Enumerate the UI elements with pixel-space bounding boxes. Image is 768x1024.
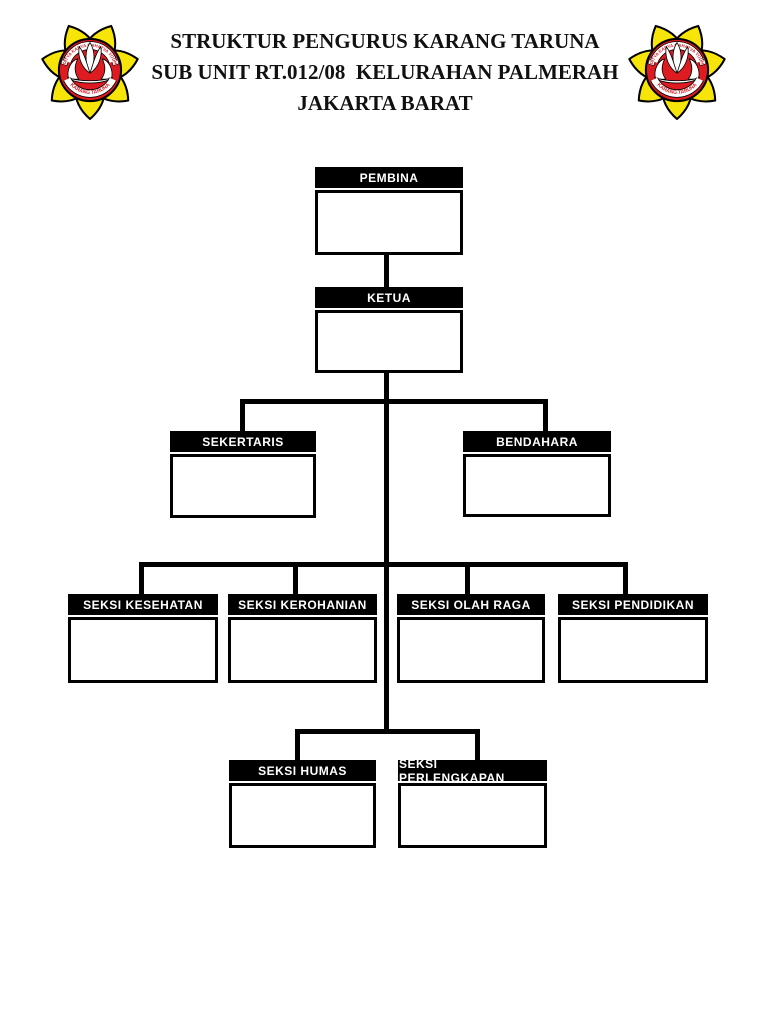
connector-drop-perlengkapan bbox=[475, 731, 480, 761]
org-node-pembina: PEMBINA bbox=[315, 167, 463, 255]
connector-main-trunk bbox=[384, 373, 389, 734]
org-node-seksi-perlengkapan: SEKSI PERLENGKAPAN bbox=[398, 757, 547, 848]
org-node-seksi-kerohanian-name-box bbox=[228, 617, 377, 683]
org-node-pembina-title: PEMBINA bbox=[315, 167, 463, 188]
connector-drop-sekertaris bbox=[240, 401, 245, 432]
org-node-bendahara-title: BENDAHARA bbox=[463, 431, 611, 452]
org-node-ketua: KETUA bbox=[315, 287, 463, 373]
org-node-seksi-kesehatan: SEKSI KESEHATAN bbox=[68, 594, 218, 683]
page-title-line-1: STRUKTUR PENGURUS KARANG TARUNA bbox=[170, 29, 600, 53]
org-node-seksi-pendidikan-name-box bbox=[558, 617, 708, 683]
org-node-sekertaris-name-box bbox=[170, 454, 316, 518]
org-node-seksi-kesehatan-name-box bbox=[68, 617, 218, 683]
org-node-ketua-name-box bbox=[315, 310, 463, 373]
karang-taruna-logo-right: ADITYA KARYA MAHATVA YODHA KARANG TARUNA bbox=[624, 15, 726, 120]
org-node-seksi-olah-raga-name-box bbox=[397, 617, 545, 683]
org-node-seksi-humas: SEKSI HUMAS bbox=[229, 760, 376, 848]
org-node-seksi-pendidikan: SEKSI PENDIDIKAN bbox=[558, 594, 708, 683]
karang-taruna-logo-left: ADITYA KARYA MAHATVA YODHA KARANG TARUNA bbox=[37, 15, 139, 120]
connector-row1-horizontal bbox=[240, 399, 548, 404]
connector-drop-kesehatan bbox=[139, 564, 144, 595]
org-node-seksi-humas-name-box bbox=[229, 783, 376, 848]
org-node-sekertaris-title: SEKERTARIS bbox=[170, 431, 316, 452]
org-node-seksi-kerohanian: SEKSI KEROHANIAN bbox=[228, 594, 377, 683]
org-node-bendahara: BENDAHARA bbox=[463, 431, 611, 517]
connector-drop-bendahara bbox=[543, 401, 548, 432]
connector-row3-horizontal bbox=[295, 729, 480, 734]
org-node-seksi-pendidikan-title: SEKSI PENDIDIKAN bbox=[558, 594, 708, 615]
org-node-seksi-olah-raga-title: SEKSI OLAH RAGA bbox=[397, 594, 545, 615]
connector-drop-pendidikan bbox=[623, 564, 628, 595]
org-node-seksi-perlengkapan-title: SEKSI PERLENGKAPAN bbox=[398, 757, 547, 785]
org-node-seksi-humas-title: SEKSI HUMAS bbox=[229, 760, 376, 781]
page-title-line-3: JAKARTA BARAT bbox=[297, 91, 473, 115]
page-title: STRUKTUR PENGURUS KARANG TARUNA SUB UNIT… bbox=[140, 26, 630, 119]
org-node-ketua-title: KETUA bbox=[315, 287, 463, 308]
connector-drop-olah-raga bbox=[465, 564, 470, 595]
org-node-seksi-kesehatan-title: SEKSI KESEHATAN bbox=[68, 594, 218, 615]
connector-pembina-ketua bbox=[384, 255, 389, 290]
org-node-seksi-olah-raga: SEKSI OLAH RAGA bbox=[397, 594, 545, 683]
org-node-seksi-perlengkapan-name-box bbox=[398, 783, 547, 848]
connector-row2-horizontal bbox=[139, 562, 628, 567]
org-node-seksi-kerohanian-title: SEKSI KEROHANIAN bbox=[228, 594, 377, 615]
connector-drop-kerohanian bbox=[293, 564, 298, 595]
org-node-bendahara-name-box bbox=[463, 454, 611, 517]
connector-drop-humas bbox=[295, 731, 300, 761]
org-node-pembina-name-box bbox=[315, 190, 463, 255]
page-title-line-2: SUB UNIT RT.012/08 KELURAHAN PALMERAH bbox=[151, 60, 619, 84]
org-node-sekertaris: SEKERTARIS bbox=[170, 431, 316, 518]
